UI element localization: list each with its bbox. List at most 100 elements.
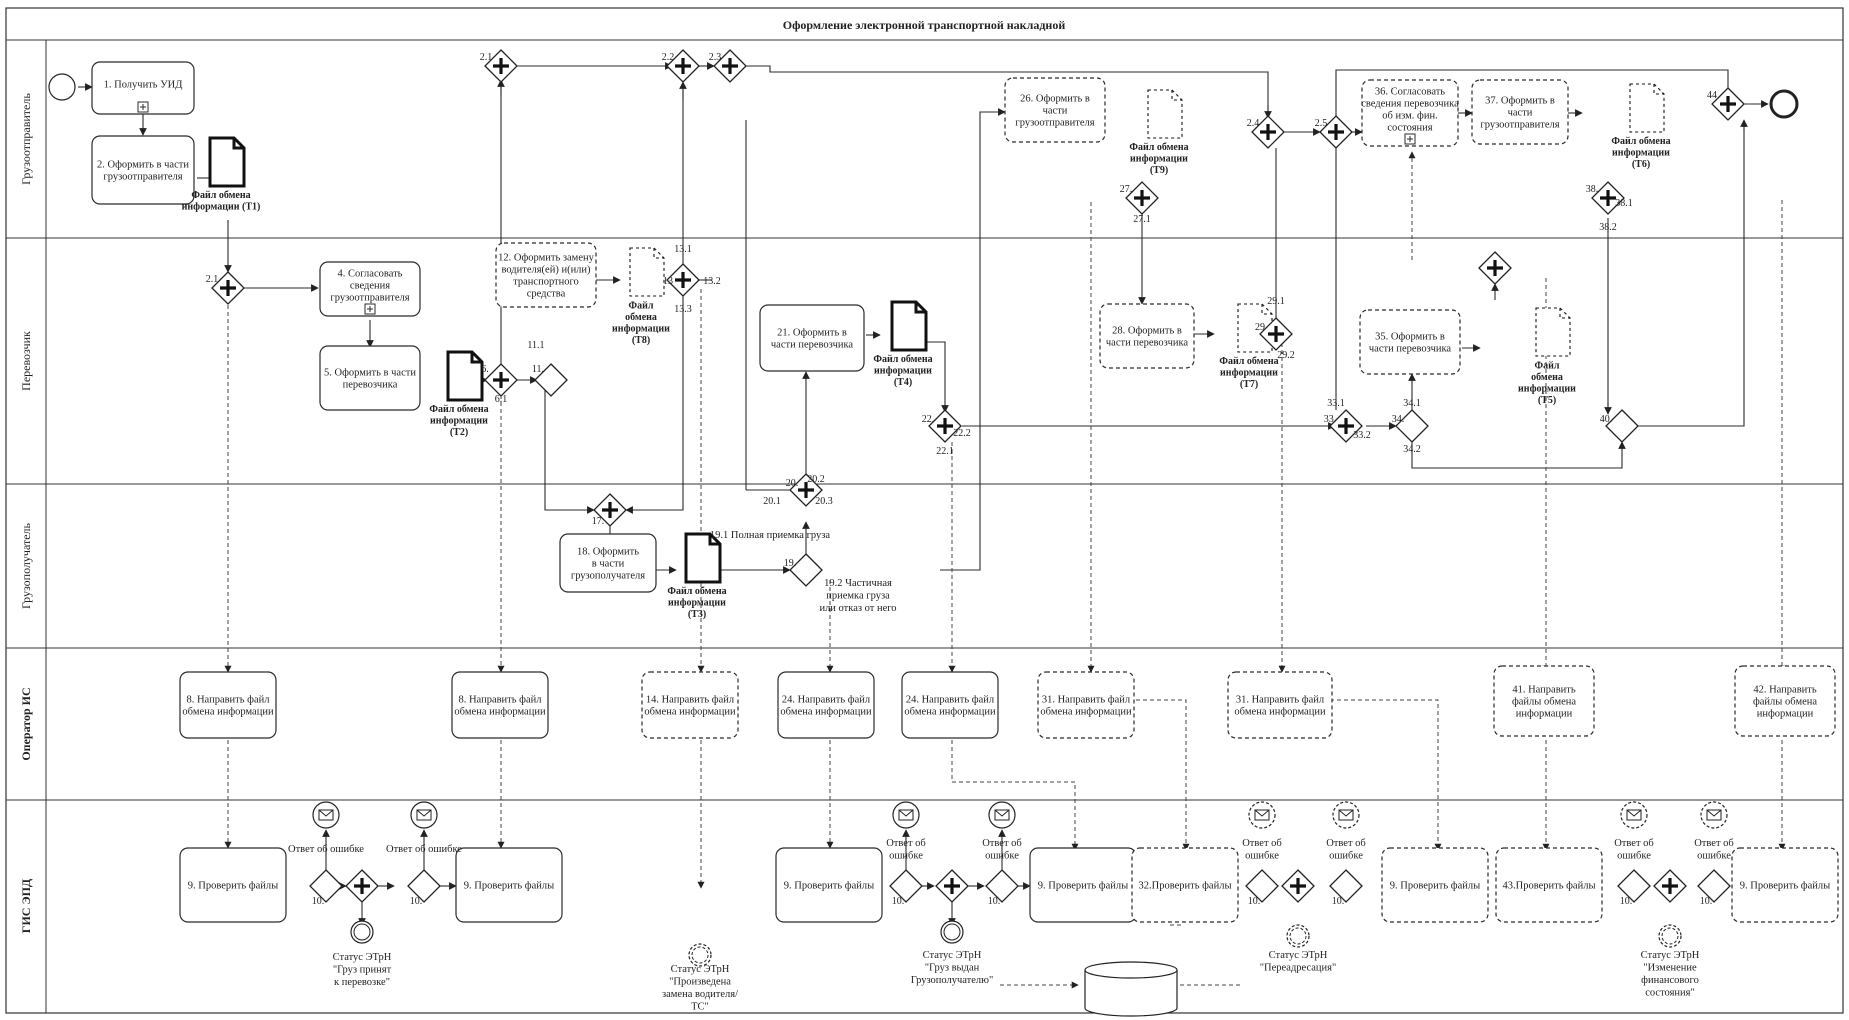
gateway-label: 10. — [1700, 896, 1713, 907]
task-label-line: 21. Оформить в — [777, 328, 847, 339]
envelope-icon — [318, 809, 334, 821]
gateway-label: 2.5 — [1315, 118, 1328, 129]
gateway-13 — [666, 263, 700, 297]
document-label-line: (Т5) — [1538, 395, 1556, 406]
document-label-line: Файл обмена — [667, 586, 726, 597]
task-t9e[interactable]: 9. Проверить файлы — [1381, 847, 1489, 923]
gateway-label: 13.2 — [703, 276, 721, 287]
task-label-line: в части — [592, 559, 625, 570]
task-label-line: средства — [527, 289, 566, 300]
gateway-10-e — [1245, 869, 1279, 903]
gateway-label: 33.1 — [1327, 398, 1345, 409]
task-label-line: 8. Направить файл — [186, 695, 269, 706]
intermediate-event-inner-icon — [353, 923, 371, 941]
gateway-10-b — [407, 869, 441, 903]
gateway-join-c — [1281, 869, 1315, 903]
task-t1[interactable]: 1. Получить УИД — [91, 61, 195, 115]
document-label-line: информации — [1220, 368, 1278, 379]
task-label-line: 32.Проверить файлы — [1138, 881, 1231, 892]
gateway-label: 11. — [532, 364, 544, 375]
gateway-35-merge — [1478, 251, 1512, 285]
task-label-line: 9. Проверить файлы — [1038, 881, 1128, 892]
gateway-label: 2.4 — [1247, 118, 1260, 129]
task-label-line: 9. Проверить файлы — [188, 881, 278, 892]
flow-label: ошибке — [1329, 851, 1363, 862]
task-label-line: 24. Направить файл — [782, 695, 870, 706]
task-t9b[interactable]: 9. Проверить файлы — [455, 847, 563, 923]
flow-label: Статус ЭТрН — [333, 952, 392, 963]
task-label-line: части перевозчика — [1369, 344, 1452, 355]
gateway-29 — [1259, 317, 1293, 351]
task-t9f[interactable]: 9. Проверить файлы — [1731, 847, 1839, 923]
flow-label: ошибке — [985, 851, 1019, 862]
task-label-line: файлы обмена — [1753, 697, 1817, 708]
flow-label: Статус ЭТрН — [1269, 950, 1328, 961]
gateway-label: 10. — [410, 896, 423, 907]
gateway-10-h — [1697, 869, 1731, 903]
task-t32[interactable]: 32.Проверить файлы — [1131, 847, 1239, 923]
flow-label: или отказ от него — [819, 603, 896, 614]
flow-label: ошибке — [889, 851, 923, 862]
gateway-2-3 — [713, 49, 747, 83]
gateway-join-b — [935, 869, 969, 903]
task-label-line: 42. Направить — [1753, 685, 1817, 696]
task-label-line: 28. Оформить в — [1112, 326, 1182, 337]
task-label-line: обмена информации — [1040, 707, 1132, 718]
task-t9a[interactable]: 9. Проверить файлы — [179, 847, 287, 923]
gateway-label: 13.3 — [674, 304, 692, 315]
task-label-line: части перевозчика — [771, 340, 854, 351]
task-label-line: 18. Оформить — [577, 547, 639, 558]
flow-label: Грузополучателю" — [911, 975, 994, 986]
document-label-line: (Т7) — [1240, 379, 1258, 390]
flow-label: ошибке — [1245, 851, 1279, 862]
lane-label-consignee: Грузополучатель — [19, 522, 33, 609]
gateway-10-f — [1329, 869, 1363, 903]
gateway-34 — [1395, 409, 1429, 443]
document-label-line: информации — [1130, 154, 1188, 165]
task-label-line: 9. Проверить файлы — [464, 881, 554, 892]
envelope-icon — [898, 809, 914, 821]
task-t9c[interactable]: 9. Проверить файлы — [775, 847, 883, 923]
gateway-join-d — [1653, 869, 1687, 903]
task-label-line: грузоотправителя — [1480, 120, 1559, 131]
tasks-layer: 1. Получить УИД 2. Оформить в частигрузоо… — [91, 61, 1839, 923]
diagram-title: Оформление электронной транспортной накл… — [783, 18, 1066, 32]
gateway-2-1-top — [484, 49, 518, 83]
gateway-44 — [1711, 87, 1745, 121]
flow-label: ошибке — [1617, 851, 1651, 862]
task-t43[interactable]: 43.Проверить файлы — [1495, 847, 1603, 923]
document-label-line: (Т8) — [632, 335, 650, 346]
gateway-10-d — [985, 869, 1019, 903]
gateway-label: 19. — [784, 558, 797, 569]
document-label-line: (Т3) — [688, 609, 706, 620]
task-label-line: обмена информации — [780, 707, 872, 718]
gateway-2-4 — [1251, 115, 1285, 149]
flow-label: Ответ об ошибке — [386, 844, 462, 855]
task-t9d[interactable]: 9. Проверить файлы — [1029, 847, 1137, 923]
document-label-line: информации — [874, 366, 932, 377]
document-label-line: Файл обмена — [873, 354, 932, 365]
